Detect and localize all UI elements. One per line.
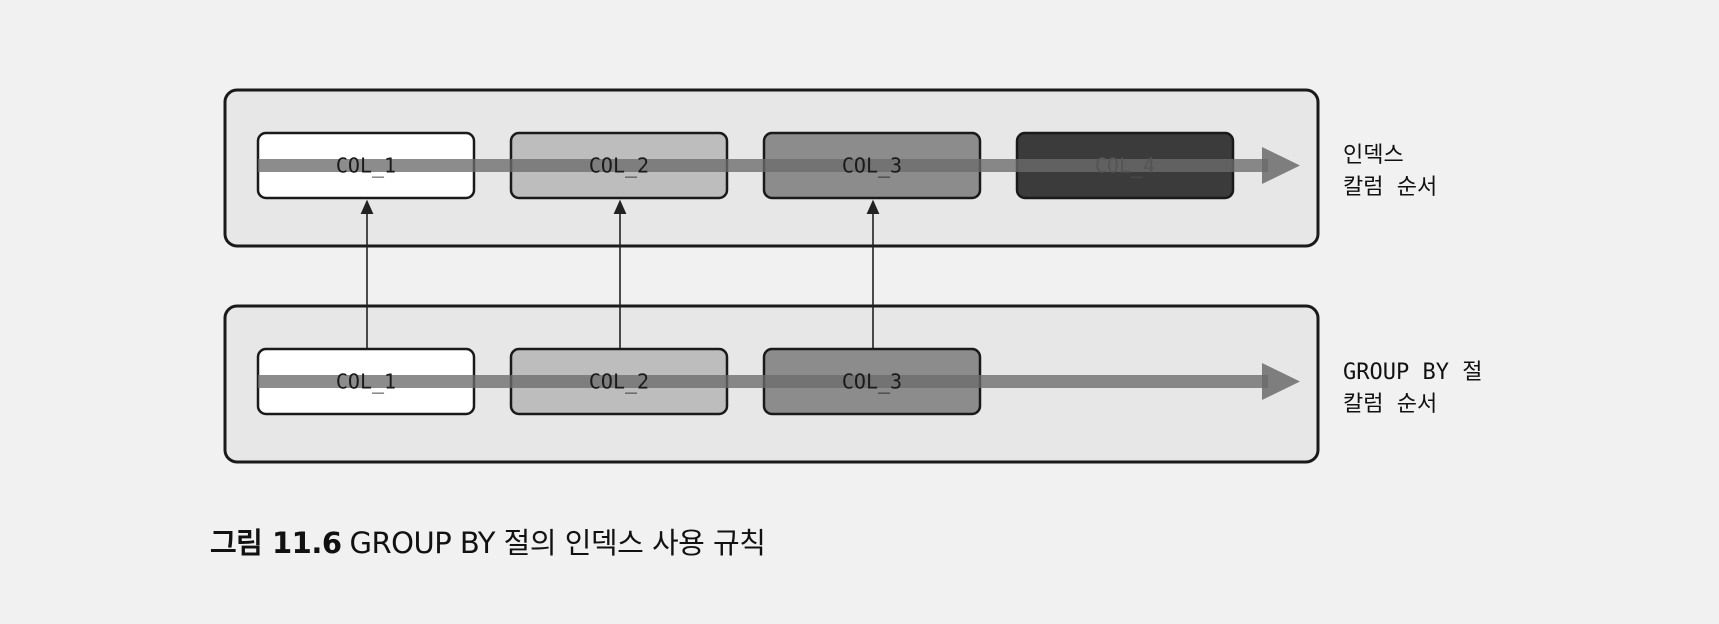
group-by-order-label: GROUP BY 절 칼럼 순서 [1343,357,1482,421]
group-by-column-label-3: COL_3 [842,370,902,394]
index-column-label-3: COL_3 [842,154,902,178]
figure-number: 그림 11.6 [210,526,342,560]
group-by-order-arrow [258,363,1300,400]
group-by-label-line2: 칼럼 순서 [1343,392,1438,417]
figure-caption-text: GROUP BY 절의 인덱스 사용 규칙 [349,526,766,560]
index-column-label-1: COL_1 [336,154,396,178]
index-order-arrow [258,147,1300,184]
group-by-label-line1: GROUP BY 절 [1343,360,1483,385]
index-label-line2: 칼럼 순서 [1343,175,1438,200]
group-by-column-label-1: COL_1 [336,370,396,394]
index-column-labels: COL_1 COL_2 COL_3 COL_4 [336,154,1155,178]
index-column-label-2: COL_2 [589,154,649,178]
group-by-column-labels: COL_1 COL_2 COL_3 [336,370,902,394]
index-order-label: 인덱스 칼럼 순서 [1343,140,1437,204]
index-label-line1: 인덱스 [1343,143,1404,168]
mapping-arrows [360,199,880,348]
index-column-label-4: COL_4 [1095,154,1155,178]
group-by-column-label-2: COL_2 [589,370,649,394]
